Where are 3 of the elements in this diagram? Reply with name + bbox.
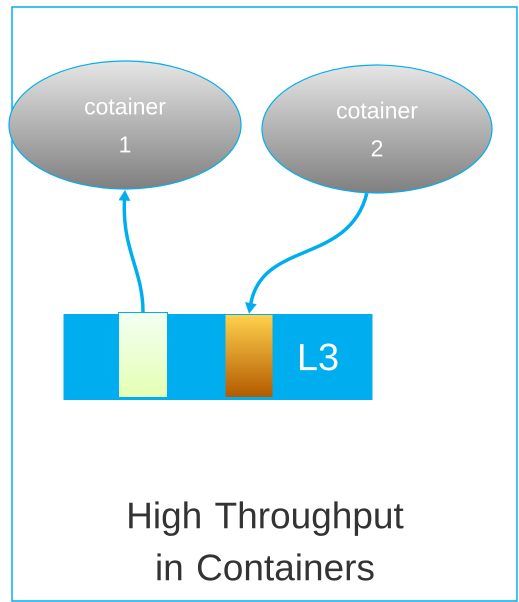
heading: High Throughput in Containers [129,501,404,581]
block [224,314,274,398]
block [118,312,168,398]
